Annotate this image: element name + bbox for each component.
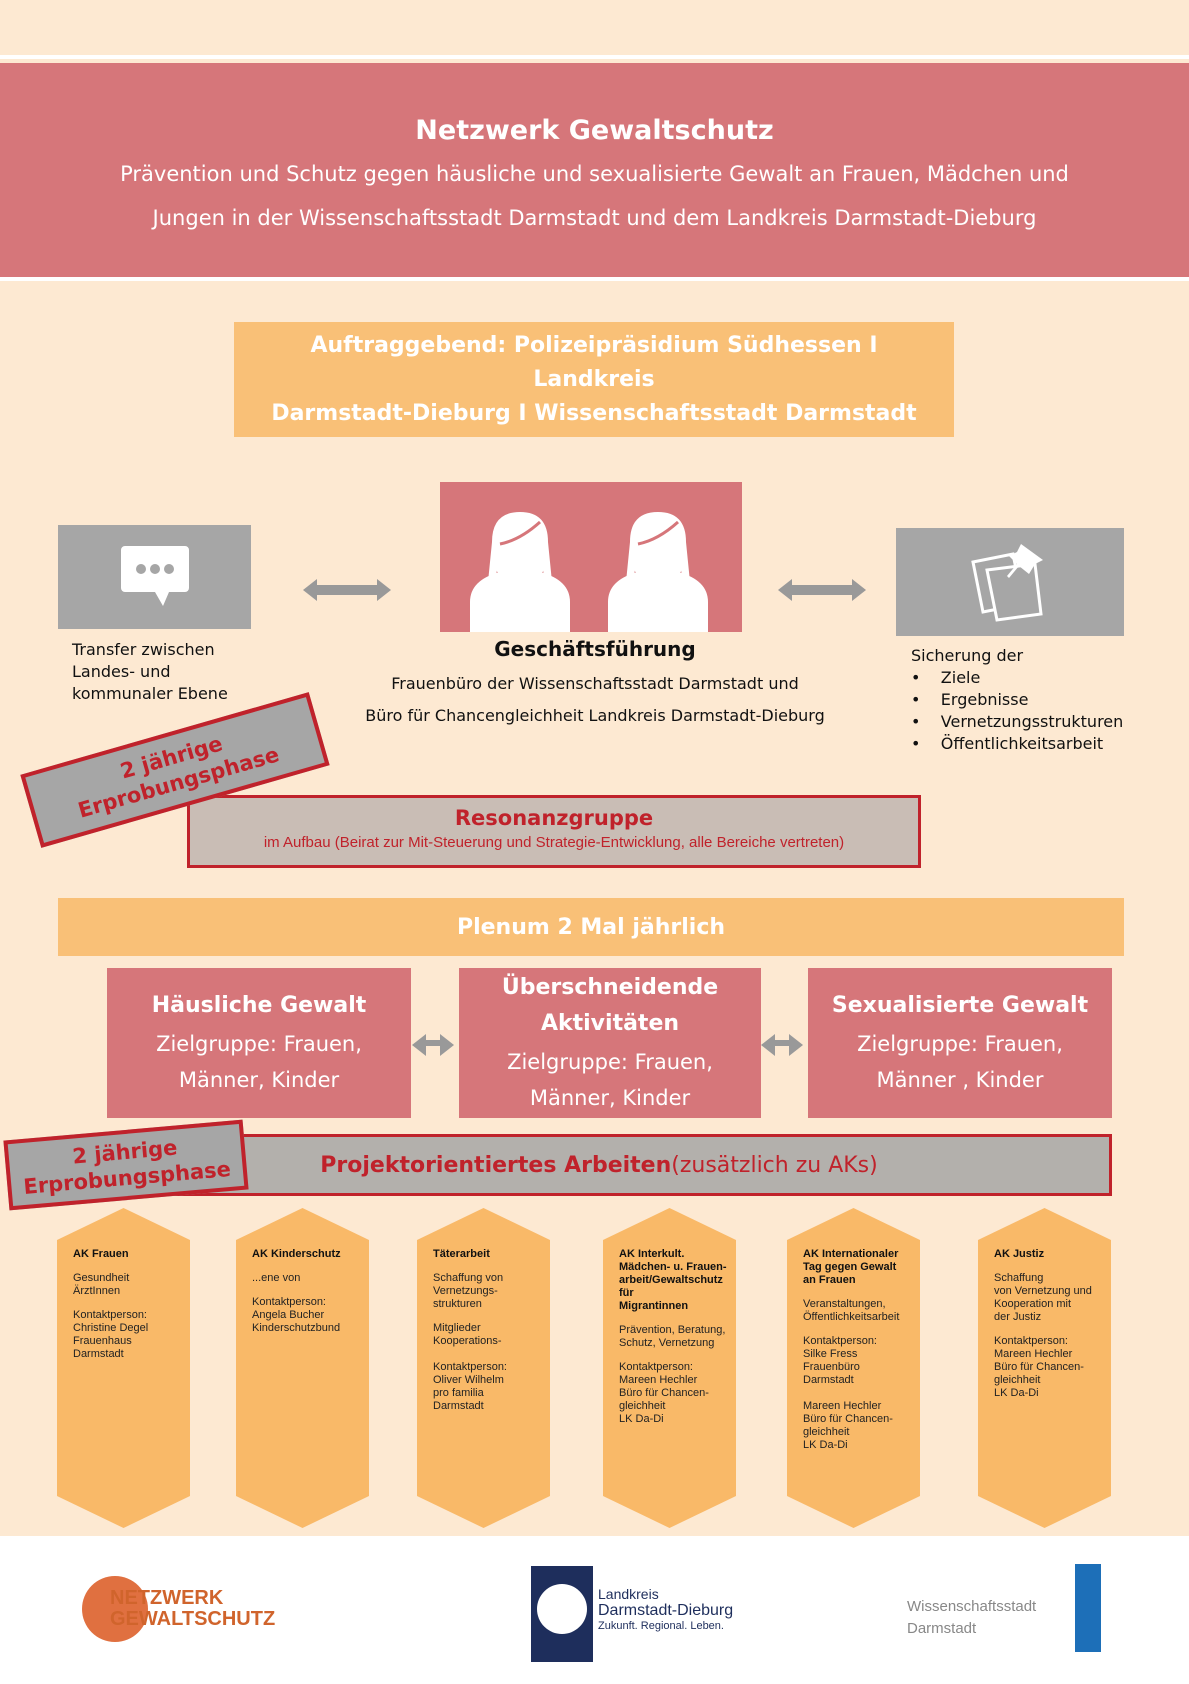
text-line: Männer , Kinder (876, 1068, 1044, 1092)
bullet-item: • Öffentlichkeitsarbeit (911, 734, 1104, 753)
bullet-text: Ergebnisse (940, 690, 1029, 709)
text-line: Sicherung der (911, 646, 1024, 665)
subtitle: Prävention und Schutz gegen häusliche un… (0, 152, 1189, 240)
category-sexual-violence: Sexualisierte Gewalt Zielgruppe: Frauen,… (808, 968, 1112, 1118)
page-title: Netzwerk Gewaltschutz (415, 115, 774, 146)
plenum-bar: Plenum 2 Mal jährlich (58, 898, 1124, 956)
wedding-tower-icon (1075, 1564, 1101, 1652)
management-box (440, 482, 742, 632)
working-group-description: ...ene von (252, 1272, 301, 1284)
working-group-description: Prävention, Beratung, Schutz, Vernetzung (619, 1324, 726, 1349)
logo-line: Darmstadt-Dieburg (598, 1602, 734, 1619)
subtitle-line: Jungen in der Wissenschaftsstadt Darmsta… (152, 206, 1037, 230)
bullet-item: • Ziele (911, 668, 981, 687)
resonance-text: im Aufbau (Beirat zur Mit-Steuerung und … (263, 834, 845, 851)
working-group-title: AK Internationaler Tag gegen Gewalt an F… (803, 1248, 899, 1286)
text-line: Männer, Kinder (529, 1086, 691, 1110)
logo-line: NETZWERK (110, 1587, 224, 1609)
text-line: Büro für Chancengleichheit Landkreis Dar… (365, 706, 825, 725)
management-text: Geschäftsführung Frauenbüro der Wissensc… (340, 637, 850, 727)
working-group-description: Schaffung von Vernetzung und Kooperation… (994, 1272, 1092, 1323)
category-overlapping: Überschneidende Aktivitäten Zielgruppe: … (459, 968, 761, 1118)
text-line: Zielgruppe: Frauen, (507, 1050, 713, 1074)
working-group-title: AK Kinderschutz (252, 1248, 341, 1260)
project-title: Projektorientiertes Arbeiten (320, 1152, 672, 1178)
project-note: (zusätzlich zu AKs) (671, 1152, 878, 1178)
category-title: Überschneidende Aktivitäten (501, 975, 719, 1036)
working-group-description: Veranstaltungen, Öffentlichkeitsarbeit (803, 1298, 900, 1323)
resonance-group-box: Resonanzgruppe im Aufbau (Beirat zur Mit… (187, 795, 921, 868)
working-group-title: AK Justiz (994, 1248, 1045, 1260)
logo-line: Darmstadt (907, 1620, 977, 1637)
working-group-title: AK Interkult. Mädchen- u. Frauen- arbeit… (619, 1248, 727, 1312)
category-title: Häusliche Gewalt (151, 993, 367, 1018)
category-domestic-violence: Häusliche Gewalt Zielgruppe: Frauen, Männ… (107, 968, 411, 1118)
text-line: Männer, Kinder (178, 1068, 340, 1092)
logo-line: Wissenschaftsstadt (907, 1598, 1037, 1615)
working-group-contact: Mitglieder Kooperations- Kontaktperson: … (433, 1322, 507, 1412)
working-group-contact: Kontaktperson: Christine Degel Frauenhau… (73, 1309, 149, 1360)
commissioning-line: Darmstadt-Dieburg I Wissenschaftsstadt D… (271, 400, 917, 426)
resonance-title: Resonanzgruppe (454, 806, 654, 830)
bullet-text: Öffentlichkeitsarbeit (940, 734, 1104, 753)
category-title: Sexualisierte Gewalt (831, 993, 1089, 1018)
commissioning-line: Auftraggebend: Polizeipräsidium Südhesse… (310, 332, 878, 392)
landkreis-emblem-icon (531, 1566, 593, 1662)
text-line: Zielgruppe: Frauen, (857, 1032, 1063, 1056)
assurance-box (896, 528, 1124, 636)
text-line: Landes- und (72, 662, 171, 681)
double-arrow-icon (412, 1034, 454, 1056)
header-banner: Netzwerk Gewaltschutz Prävention und Sch… (0, 63, 1189, 281)
text-line: Frauenbüro der Wissenschaftsstadt Darmst… (391, 674, 799, 693)
double-arrow-icon (761, 1034, 803, 1056)
working-group-description: Schaffung von Vernetzungs- strukturen (433, 1272, 504, 1310)
landkreis-logo-text: Landkreis Darmstadt-Dieburg Zukunft. Reg… (598, 1586, 733, 1632)
bullet-text: Ziele (940, 668, 981, 687)
top-band (0, 0, 1189, 59)
logo-line: GEWALTSCHUTZ (110, 1608, 276, 1630)
assurance-text: Sicherung der • Ziele • Ergebnisse • Ver… (911, 645, 1123, 755)
logo-line: Zukunft. Regional. Leben. (598, 1620, 724, 1632)
working-group-description: Gesundheit ÄrztInnen (73, 1272, 130, 1297)
management-title: Geschäftsführung (494, 637, 696, 661)
category-target: Zielgruppe: Frauen, Männer, Kinder (459, 1044, 761, 1116)
working-group-hex: AK Internationaler Tag gegen Gewalt an F… (787, 1208, 920, 1528)
working-group-contact: Kontaktperson: Mareen Hechler Büro für C… (619, 1361, 709, 1425)
notes-pin-icon (971, 544, 1043, 622)
category-target: Zielgruppe: Frauen, Männer , Kinder (808, 1026, 1112, 1098)
logo-line: Landkreis (598, 1586, 659, 1602)
double-arrow-icon (303, 579, 391, 601)
category-target: Zielgruppe: Frauen, Männer, Kinder (107, 1026, 411, 1098)
logo-circle-icon (82, 1576, 148, 1642)
commissioning-box: Auftraggebend: Polizeipräsidium Südhesse… (234, 322, 954, 437)
working-group-title: Täterarbeit (433, 1248, 490, 1260)
subtitle-line: Prävention und Schutz gegen häusliche un… (120, 162, 1069, 186)
working-group-hex: AK Interkult. Mädchen- u. Frauen- arbeit… (603, 1208, 736, 1528)
bullet-text: Vernetzungsstrukturen (940, 712, 1124, 731)
transfer-box (58, 525, 251, 629)
working-group-contact: Kontaktperson: Silke Fress Frauenbüro Da… (803, 1335, 893, 1451)
text-line: Transfer zwischen (72, 640, 215, 659)
working-group-title: AK Frauen (73, 1248, 129, 1260)
double-arrow-icon (778, 579, 866, 601)
text-line: kommunaler Ebene (72, 684, 228, 703)
bullet-item: • Vernetzungsstrukturen (911, 712, 1124, 731)
chat-bubble-icon (120, 546, 189, 606)
working-group-contact: Kontaktperson: Mareen Hechler Büro für C… (994, 1335, 1084, 1399)
project-work-banner: Projektorientiertes Arbeiten (zusätzlich… (86, 1134, 1112, 1196)
working-group-contact: Kontaktperson: Angela Bucher Kinderschut… (252, 1296, 341, 1334)
text-line: Zielgruppe: Frauen, (156, 1032, 362, 1056)
two-women-icon (470, 512, 708, 632)
bullet-item: • Ergebnisse (911, 690, 1029, 709)
